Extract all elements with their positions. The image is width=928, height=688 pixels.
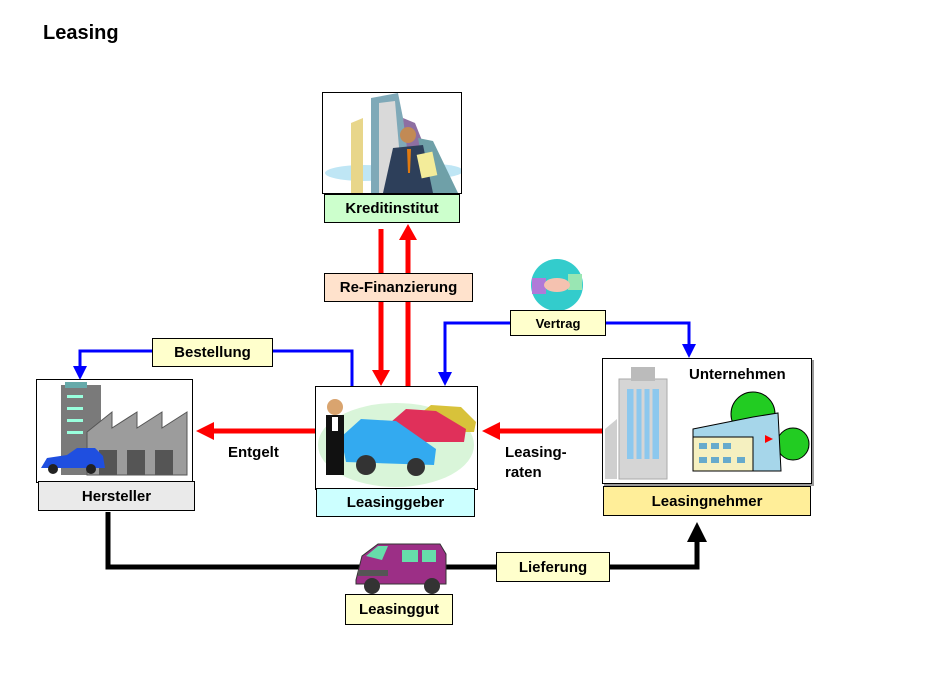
hersteller-picture <box>36 379 193 483</box>
leasinggeber-label: Leasinggeber <box>316 488 475 517</box>
leasingnehmer-picture: Unternehmen <box>602 358 812 484</box>
lieferung-label: Lieferung <box>496 552 610 582</box>
leasingraten-line2: raten <box>505 464 542 481</box>
car-dealer-icon <box>318 399 476 487</box>
entgelt-label: Entgelt <box>228 444 279 461</box>
leasinggeber-picture <box>315 386 478 490</box>
leasingraten-label: Leasing- raten <box>505 443 567 483</box>
leasingraten-line1: Leasing- <box>505 444 567 461</box>
hersteller-label: Hersteller <box>38 481 195 511</box>
arrow-up-head <box>399 224 417 240</box>
kreditinstitut-label: Kreditinstitut <box>324 194 460 223</box>
refinanzierung-arrows <box>372 224 417 387</box>
refinanzierung-label: Re-Finanzierung <box>324 273 473 302</box>
leasingraten-arrow <box>482 422 603 440</box>
bank-building-icon <box>325 93 461 193</box>
entgelt-arrow <box>196 422 316 440</box>
unternehmen-caption: Unternehmen <box>689 366 786 383</box>
leasinggut-label: Leasinggut <box>345 594 453 625</box>
handshake-icon <box>531 259 583 311</box>
factory-icon <box>41 382 188 476</box>
company-building-icon <box>605 367 810 480</box>
leasingnehmer-label: Leasingnehmer <box>603 486 811 516</box>
page-title: Leasing <box>43 22 119 44</box>
arrow-down-head <box>372 370 390 386</box>
van-icon <box>355 543 447 594</box>
vertrag-label: Vertrag <box>510 310 606 336</box>
kreditinstitut-picture <box>322 92 462 194</box>
vertrag-arrows <box>438 321 696 386</box>
bestellung-label: Bestellung <box>152 338 273 367</box>
